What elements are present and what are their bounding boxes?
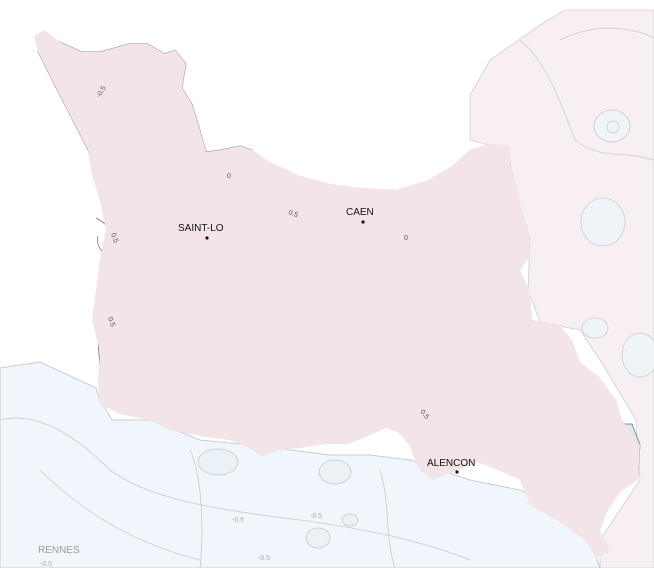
contour-label-5: 0.5 (418, 409, 430, 421)
contour-label-6: 0 (227, 173, 231, 180)
outside-east-contour (559, 27, 654, 41)
city-markers: CAEN SAINT-LO ALENCON RENNES (38, 207, 475, 556)
outside-sw-blob-3 (305, 527, 331, 549)
outside-east-neg-blob-4 (621, 332, 654, 378)
outside-east-neg-ring (606, 120, 620, 134)
contour-label-9: -0.5 (310, 513, 322, 520)
caen-label: CAEN (346, 207, 374, 218)
outside-east-neg-blob-1 (593, 109, 631, 143)
contour-label-8: -0.5 (232, 517, 244, 524)
saint-lo-label: SAINT-LO (178, 223, 224, 234)
outside-southwest-area (0, 361, 601, 568)
outside-sw-contour-4 (379, 469, 396, 568)
outside-east-neg-blob-3 (581, 317, 609, 339)
contour-label-7: 0 (404, 235, 408, 242)
outside-sw-blob-2 (318, 459, 352, 485)
contour-label-10: -0.5 (258, 555, 270, 562)
outside-sw-blob-1 (197, 448, 239, 476)
contour-label-11: -0.5 (40, 561, 52, 568)
contour-labels: -0.5 0.5 0.5 0.5 0.5 0 0 -0.5 -0.5 -0.5 … (40, 85, 430, 568)
saint-lo-marker (205, 236, 209, 240)
outside-sw-blob-4 (341, 513, 359, 527)
outside-east-area (469, 9, 654, 568)
contour-label-3: 0.5 (109, 232, 119, 244)
outside-sw-contour-3 (189, 449, 203, 568)
contour-label-2: 0.5 (287, 209, 299, 219)
contour-label-4: 0.5 (106, 316, 116, 328)
outside-sw-contour-2 (39, 469, 201, 561)
alencon-marker (455, 470, 459, 474)
normandy-region (33, 29, 641, 559)
outside-sw-contour-1 (0, 417, 471, 561)
alencon-label: ALENCON (427, 458, 475, 469)
outside-east-contour-2 (519, 39, 654, 161)
caen-marker (361, 220, 365, 224)
rennes-label: RENNES (38, 545, 80, 556)
outside-east-neg-blob-2 (580, 197, 626, 247)
